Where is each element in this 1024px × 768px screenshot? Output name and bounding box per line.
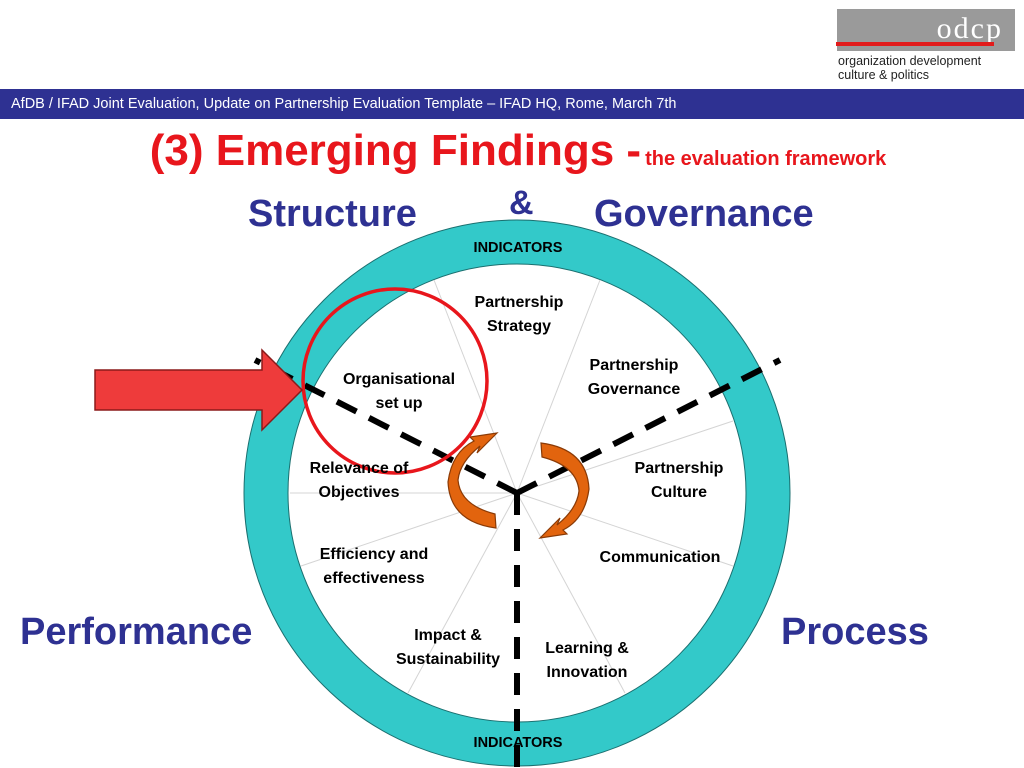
segment-text-line: Communication [599,549,721,566]
slide-title-sub: the evaluation framework [645,148,887,170]
segment-text-line: Partnership [589,357,679,374]
segment-text-line: Organisational [342,371,456,388]
segment-text-line: Sustainability [395,651,501,668]
cycle-arrow-right-icon [538,442,590,539]
segment-text-line: set up [375,395,423,412]
performance-label: Performance [20,611,253,653]
segment-text-line: Strategy [486,318,552,335]
structure-label: Structure [248,193,417,235]
segment-text-line: Objectives [318,484,400,501]
pointer-arrow-icon [94,348,304,432]
segment-text-line: Efficiency and [319,546,429,563]
logo-tagline-line2: culture & politics [838,68,930,82]
slide-title: (3) Emerging Findings -the evaluation fr… [0,126,1024,176]
segment-text-line: Innovation [546,664,628,681]
logo-underline [836,42,994,46]
governance-label: Governance [594,193,814,235]
logo-mark: odcp [936,12,1003,45]
segment-text-line: Relevance of [309,460,409,477]
segment-text-line: Partnership [634,460,724,477]
logo-tagline: organization development culture & polit… [838,54,1018,82]
segment-partnership-governance: Partnership Governance [588,354,680,402]
segment-text-line: Governance [587,381,681,398]
cycle-arrow-left-icon [447,432,499,529]
segment-organisational-setup: Organisational set up [343,368,455,416]
segment-text-line: Learning & [545,640,629,657]
header-band: AfDB / IFAD Joint Evaluation, Update on … [0,89,1024,119]
indicators-top-label: INDICATORS [473,240,563,256]
ampersand-label: & [509,184,534,222]
segment-partnership-strategy: Partnership Strategy [475,291,564,339]
indicators-bottom-label: INDICATORS [473,735,563,751]
process-label: Process [781,611,929,653]
header-text: AfDB / IFAD Joint Evaluation, Update on … [11,96,677,112]
segment-partnership-culture: Partnership Culture [635,457,724,505]
segment-text-line: Partnership [474,294,564,311]
highlight-circle [301,287,489,475]
segment-dividers [290,279,734,694]
segment-learning-innovation: Learning & Innovation [545,637,629,685]
slide-title-main: (3) Emerging Findings - [149,126,642,175]
segment-communication: Communication [600,546,721,570]
quadrant-dashed-lines [253,357,782,768]
segment-impact-sustainability: Impact & Sustainability [396,624,500,672]
segment-text-line: Impact & [414,627,482,644]
segment-efficiency-effectiveness: Efficiency and effectiveness [320,543,428,591]
segment-text-line: Culture [650,484,707,501]
segment-text-line: effectiveness [323,570,425,587]
logo-tagline-line1: organization development [838,54,982,68]
segment-relevance-objectives: Relevance of Objectives [310,457,409,505]
